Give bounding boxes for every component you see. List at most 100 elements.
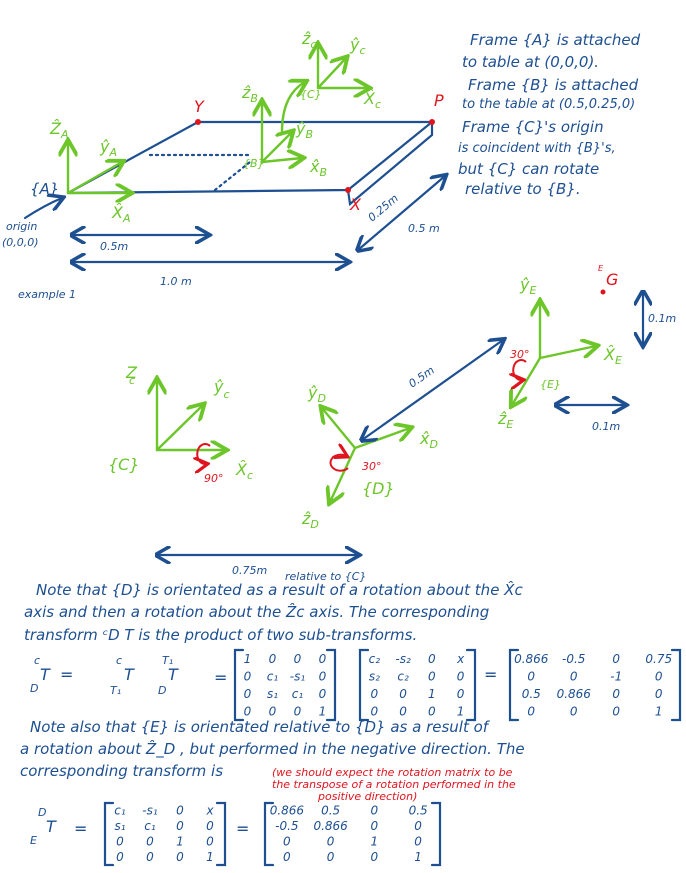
frame-b-y-axis xyxy=(260,132,292,164)
point-p-label: P xyxy=(434,91,444,110)
point-x-dot xyxy=(345,187,351,193)
dimension-e-horizontal-label: 0.1m xyxy=(592,420,620,433)
d-z-label: ẑD xyxy=(301,509,319,531)
matrix-cell: x xyxy=(205,804,214,818)
lhs-symbol: T xyxy=(46,817,57,836)
matrix-cell: 0 xyxy=(428,670,436,684)
matrix-cell: 0 xyxy=(527,705,535,719)
frame-notes: Frame {A} is attached to table at (0,0,0… xyxy=(458,31,641,198)
matrix-cell: 0 xyxy=(244,687,252,701)
matrix-cell: 1 xyxy=(319,705,327,719)
matrix-cell: 0 xyxy=(612,687,620,701)
frame-a-name: {A} xyxy=(30,180,59,198)
e-x-label: X̂E xyxy=(603,345,622,367)
matrix-cell: 0 xyxy=(371,804,379,818)
hidden-edges xyxy=(148,153,252,192)
matrix-cell: 1 xyxy=(206,850,214,864)
matrix-cell: 0 xyxy=(319,652,327,666)
matrix-cell: 0 xyxy=(283,835,291,849)
matrix-cell: 1 xyxy=(371,835,379,849)
f1-sub: T₁ xyxy=(110,684,121,697)
equals-sign: = xyxy=(484,665,497,684)
matrix-cell: 0 xyxy=(457,687,465,701)
matrix-cell: 1 xyxy=(176,835,184,849)
equals-sign: = xyxy=(60,665,73,684)
note-line: to the table at (0.5,0.25,0) xyxy=(462,97,635,112)
frame-a-x-label: X̂A xyxy=(111,203,131,225)
matrix-cell: 0 xyxy=(294,652,302,666)
matrix-brackets xyxy=(263,801,442,867)
matrix-cell: 0 xyxy=(176,850,184,864)
dimension-half-label: 0.5m xyxy=(100,240,128,253)
e-x-axis xyxy=(538,346,596,360)
matrix-cell: 0 xyxy=(612,705,620,719)
frame-c-name: {C} xyxy=(300,88,322,101)
matrix-cell: 0 xyxy=(428,652,436,666)
dimension-d-e-label: 0.5m xyxy=(406,364,437,391)
d-angle: 30° xyxy=(362,460,382,473)
matrix-cell: c₂ xyxy=(369,652,381,666)
matrix-cell: 0 xyxy=(371,850,379,864)
c-angle: 90° xyxy=(204,472,224,485)
matrix-cell: 0 xyxy=(371,687,379,701)
d-y-axis xyxy=(322,408,357,450)
matrix-cell: 0 xyxy=(206,835,214,849)
lhs-sup: D xyxy=(38,806,46,819)
matrix-cell: 0 xyxy=(428,705,436,719)
c-x-label: X̂c xyxy=(235,460,253,482)
example-caption: example 1 xyxy=(18,288,76,301)
paragraph-1-insert: relative to {C} xyxy=(285,570,366,583)
note-line: is coincident with {B}'s, xyxy=(458,141,616,156)
matrix-cell: c₁ xyxy=(292,687,304,701)
matrix-cell: 0 xyxy=(371,705,379,719)
matrix-cell: 0.5 xyxy=(409,804,428,818)
matrix-brackets xyxy=(508,648,682,722)
matrix-cell: 0 xyxy=(294,705,302,719)
dimension-depth xyxy=(358,176,445,250)
frame-a-y-axis xyxy=(66,162,122,195)
f1-sup: c xyxy=(116,654,122,667)
matrix-cell: 0 xyxy=(244,705,252,719)
point-p-dot xyxy=(429,119,435,125)
lhs-sub: D xyxy=(30,682,38,695)
point-y-dot xyxy=(195,119,201,125)
lhs-sub: E xyxy=(30,834,37,847)
matrix-cell: 0 xyxy=(116,835,124,849)
matrix-cell: 1 xyxy=(414,850,422,864)
rotation-arrow-x-icon xyxy=(197,443,210,464)
paragraph-line: axis and then a rotation about the Ẑc ax… xyxy=(24,602,489,621)
red-note-line: positive direction) xyxy=(317,790,417,803)
e-z-label: ẑE xyxy=(497,409,513,431)
matrix-cell: 0 xyxy=(399,687,407,701)
dimension-d-e xyxy=(362,340,503,440)
matrix-cell: 0 xyxy=(399,705,407,719)
point-y-label: Y xyxy=(194,97,205,116)
paragraph-line: Note also that {E} is orientated relativ… xyxy=(30,718,491,736)
table-side xyxy=(346,120,434,207)
paragraph-2: Note also that {E} is orientated relativ… xyxy=(20,718,525,803)
note-line: Frame {C}'s origin xyxy=(462,118,604,136)
matrix-cell: c₂ xyxy=(397,670,409,684)
matrix-cell: 0 xyxy=(414,835,422,849)
matrix-cell: 0.866 xyxy=(313,819,348,833)
origin-coords: (0,0,0) xyxy=(2,236,39,249)
note-line: Frame {A} is attached xyxy=(470,31,641,49)
matrix-cell: 0 xyxy=(206,819,214,833)
paragraph-1: relative to {C} Note that {D} is orienta… xyxy=(24,570,523,644)
rotation-diagram: Zc ŷc X̂c {C} 90° ŷD x̂D ẑD {D} 30° ŷE X… xyxy=(108,264,676,577)
dimension-full-label: 1.0 m xyxy=(160,275,192,288)
c-y-label: ŷc xyxy=(213,377,230,401)
matrix-cell: 0 xyxy=(327,850,335,864)
rotation-arrow-e-icon xyxy=(513,359,526,380)
matrix-cell: s₂ xyxy=(369,670,380,684)
matrix-cell: 0 xyxy=(269,652,277,666)
point-g-dot xyxy=(600,289,606,295)
matrix-cell: -0.5 xyxy=(562,652,585,666)
red-note-line: (we should expect the rotation matrix to… xyxy=(272,766,513,779)
e-z-axis xyxy=(512,356,542,405)
d-z-axis xyxy=(330,446,357,502)
matrix-cell: 0 xyxy=(371,819,379,833)
paragraph-line: Note that {D} is orientated as a result … xyxy=(36,580,523,599)
